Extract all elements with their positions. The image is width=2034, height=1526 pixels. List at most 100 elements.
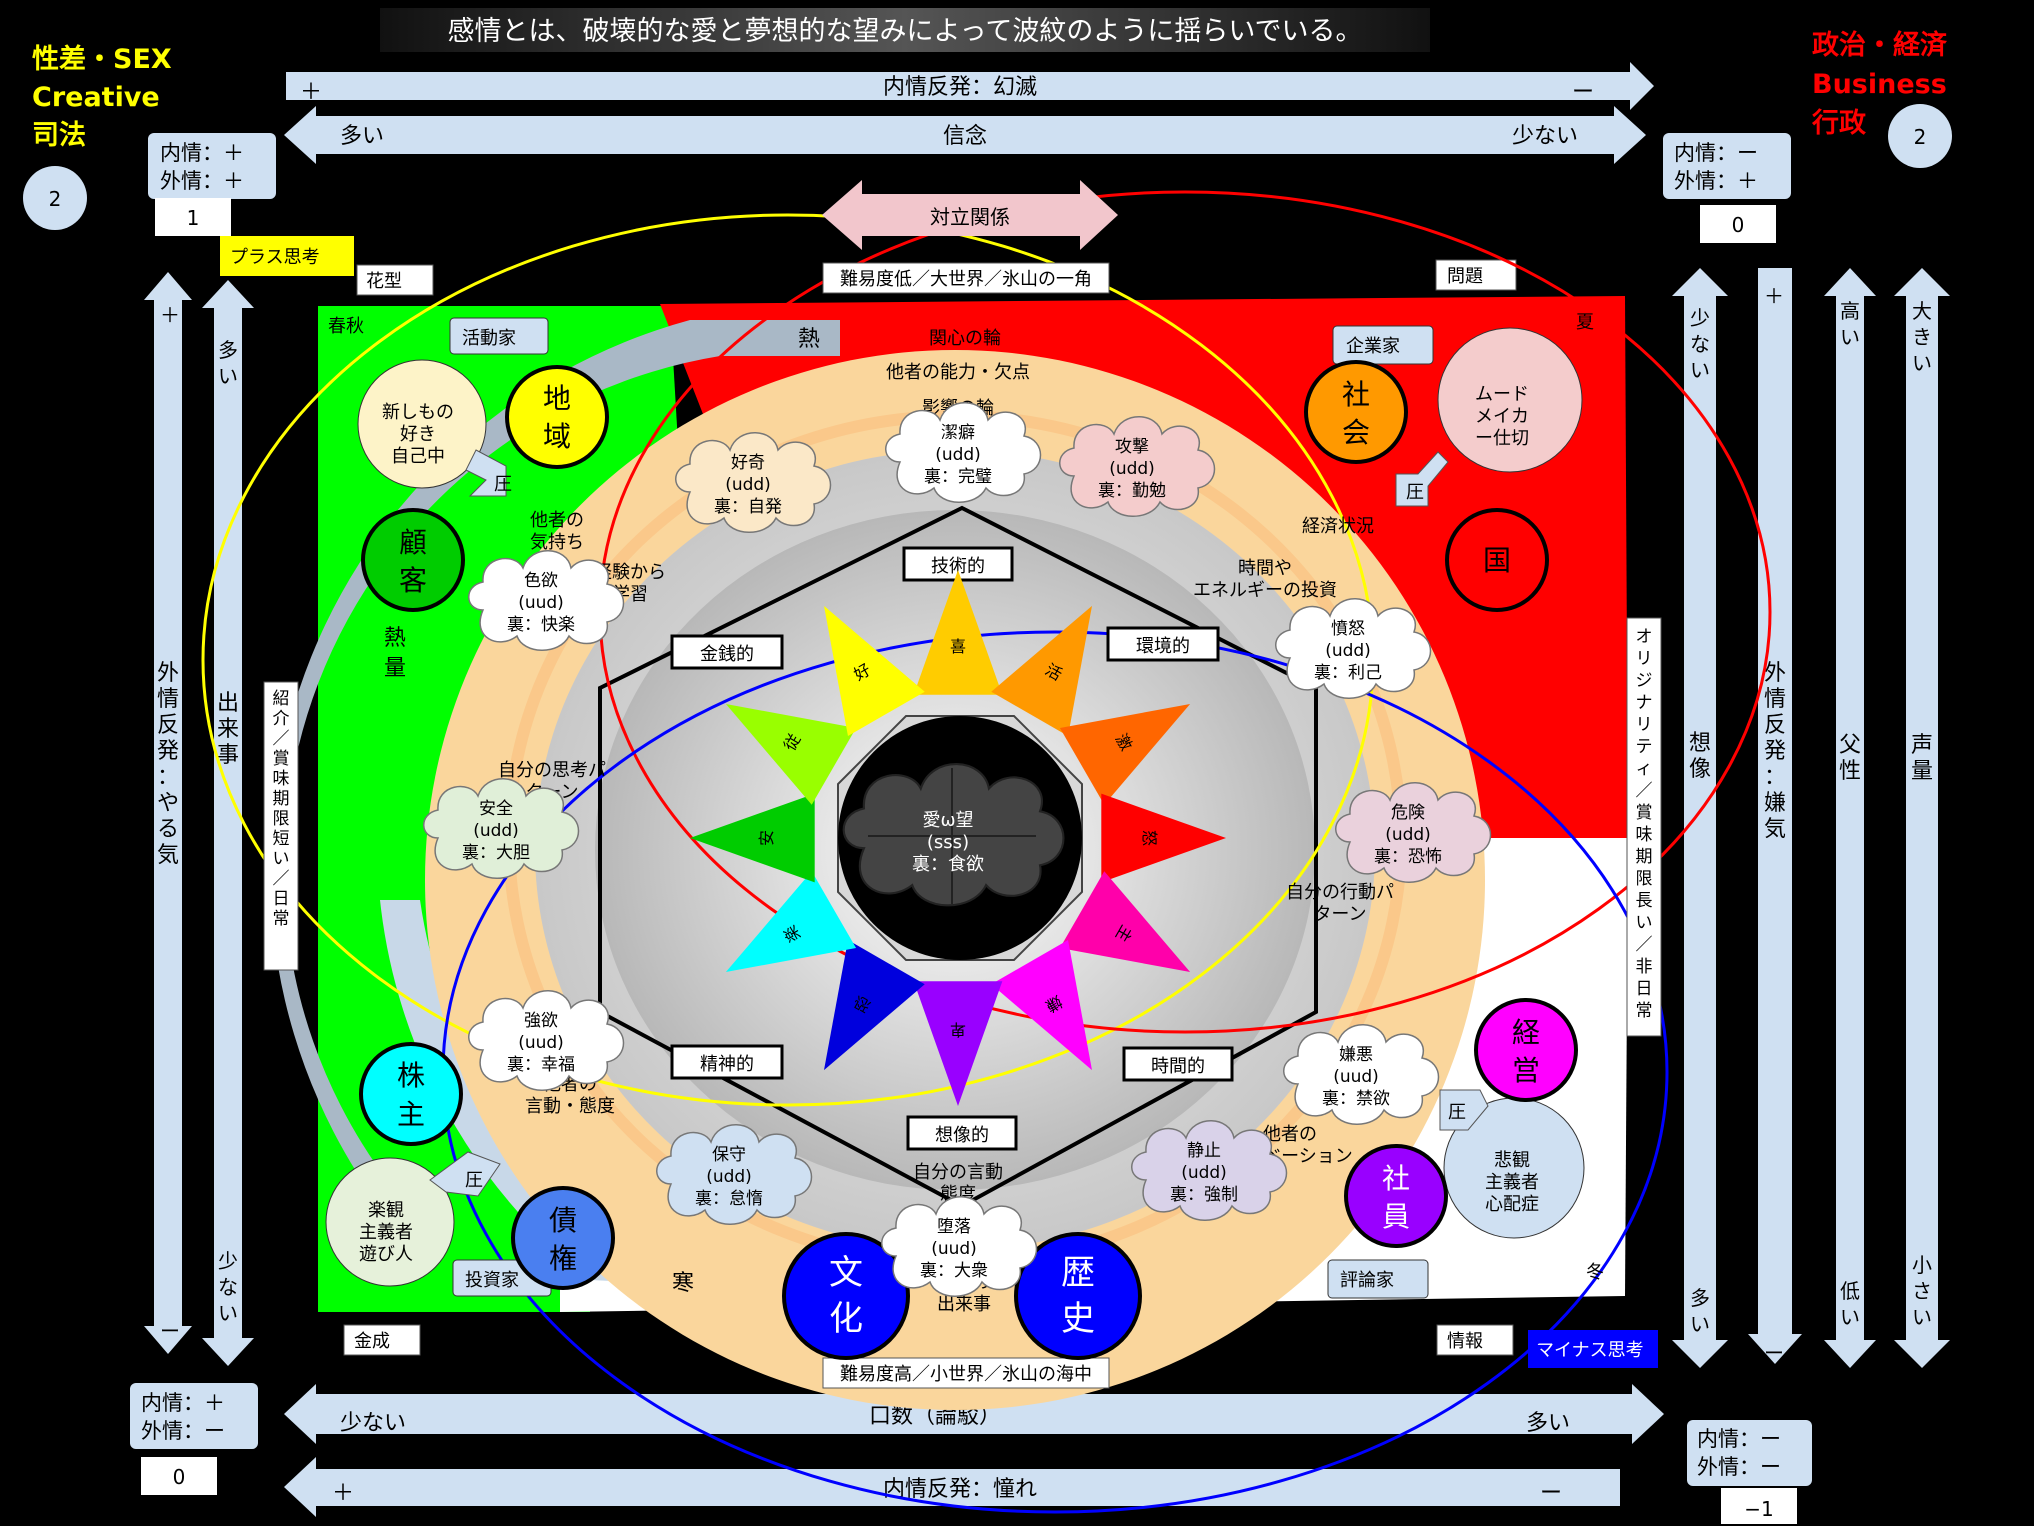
cloud-kiken-line1: 危険 (1391, 803, 1425, 823)
star-triangle-8 (725, 871, 857, 972)
entity-rekishi: 歴 史 (1014, 1232, 1142, 1360)
entity-kuni-1: 国 (1483, 544, 1511, 577)
cloud-shikiyoku-line1: 色欲 (524, 571, 558, 591)
cloud-kouki-line1: 好奇 (731, 453, 765, 473)
cloud-shikiyoku-line3: 裏：快楽 (507, 614, 575, 635)
season-summer: 夏 (1576, 312, 1594, 333)
hex-jikan: 時間的 (1122, 1046, 1234, 1082)
person-circle-tr: ムードメイカー仕切 (1437, 327, 1583, 473)
cloud-ken-o-line1: 嫌悪 (1339, 1045, 1373, 1065)
role-katsudouka-label: 活動家 (462, 328, 516, 349)
arrow-left-events: 多い 少ない 出来事 (202, 280, 254, 1366)
cloud-keppeki-line3: 裏：完璧 (924, 466, 992, 487)
cloud-keppeki-line2: (udd) (935, 445, 981, 465)
arrow-right-paternity: 高い 低い 父性 (1824, 268, 1876, 1368)
ring-keizai-label: 経済状況 (1302, 516, 1374, 537)
season-cold: 寒 (672, 1271, 694, 1296)
cloud-kougeki: 攻撃(udd)裏：勤勉 (1058, 415, 1216, 518)
right-vertical-text: オリジナリティ／賞味期限長い／非日常 (1636, 627, 1653, 1021)
hanagata-tag (356, 264, 434, 296)
info-tr-value: 0 (1732, 213, 1745, 237)
pressure-br-label: 圧 (1448, 1102, 1466, 1123)
cloud-daraku-line1: 堕落 (937, 1217, 971, 1237)
person-br-text: 悲観主義者心配症 (1485, 1150, 1539, 1215)
cloud-shikiyoku-line2: (uud) (518, 593, 564, 613)
info-bl-line2: 外情：ー (141, 1419, 225, 1443)
arrow-top2-right: 少ない (1512, 124, 1578, 149)
cloud-fundo: 憤怒(udd)裏：利己 (1274, 597, 1432, 700)
pressure-arrow-bl: 圧 (429, 1151, 501, 1197)
entity-shakai-1: 社 (1342, 378, 1370, 411)
star-triangle-6 (913, 981, 1003, 1106)
info-bl-line1: 内情：＋ (141, 1391, 225, 1415)
star-label-6: 卑 (950, 1020, 966, 1039)
arrow-right4-top: 大きい (1912, 299, 1932, 375)
person-circle-bl: 楽観主義者遊び人 (325, 1157, 455, 1287)
cloud-gouyoku: 強欲(uud)裏：幸福 (467, 989, 625, 1092)
cloud-shikiyoku: 色欲(uud)裏：快楽 (467, 549, 625, 652)
entity-chiiki-2: 域 (543, 420, 571, 453)
corner-tr-badge (1888, 104, 1952, 168)
info-tl-line2: 外情：＋ (160, 169, 244, 193)
kinsei-label: 金成 (354, 1331, 390, 1352)
entity-shain-2: 員 (1382, 1200, 1410, 1233)
entity-bunka-1: 文 (829, 1253, 863, 1293)
info-box-top-right: 内情：ー 外情：＋ 0 (1663, 133, 1791, 243)
entity-kabunushi-1: 株 (397, 1059, 425, 1092)
cloud-hoshu-line2: (udd) (706, 1167, 752, 1187)
star-label-0: 喜 (950, 637, 966, 656)
ring-tasha-kimochi-label: 他者の気持ち (530, 510, 584, 553)
arrow-left-inner-bottom: 少ない (218, 1249, 238, 1325)
arrow-right1-bottom: 多い (1690, 1286, 1710, 1336)
arrow-bottom-argument: 口数（論駁） 少ない 多い (284, 1384, 1664, 1444)
cloud-kougeki-line2: (udd) (1109, 459, 1155, 479)
hex-kinsen-label: 金銭的 (700, 644, 754, 665)
person-tr-text: ムードメイカー仕切 (1475, 384, 1529, 449)
arrow-left-inner-label: 出来事 (217, 691, 239, 768)
star-triangle-0 (913, 570, 1003, 695)
arrow-right-volume: 大きい 小さい 声量 (1894, 268, 1950, 1368)
arrow-bottom-longing: 内情反発：憧れ ＋ ー (284, 1457, 1620, 1517)
entity-saiken-1: 債 (549, 1204, 577, 1237)
star-triangle-3 (1101, 793, 1226, 883)
arrow-top2-left: 多い (340, 124, 384, 149)
star-triangle-4 (1059, 871, 1191, 972)
corner-tr-line2: Business (1812, 69, 1947, 100)
cloud-seishi-line2: (udd) (1181, 1163, 1227, 1183)
plus-thinking-label: プラス思考 (230, 247, 320, 268)
pressure-arrow-tl: 圧 (465, 449, 512, 497)
cloud-seishi-line3: 裏：強制 (1170, 1184, 1238, 1205)
corner-tl-badge-text: 2 (49, 187, 62, 211)
arrow-bottom2-left: ＋ (332, 1481, 354, 1506)
pressure-arrow-br: 圧 (1439, 1089, 1489, 1131)
cloud-kouki-line3: 裏：自発 (714, 496, 782, 517)
star-triangle-5 (991, 939, 1092, 1071)
entity-kabunushi: 株 主 (359, 1042, 463, 1146)
entity-rekishi-1: 歴 (1061, 1253, 1095, 1293)
arrow-top-belief: 信念 多い 少ない (284, 106, 1646, 164)
cloud-hoshu-line1: 保守 (712, 1145, 746, 1165)
arrow-right-dislike: ＋ ー 外情反発：嫌気 (1748, 268, 1802, 1365)
cloud-seishi-line1: 静止 (1187, 1141, 1221, 1161)
arrow-right3-bottom: 低い (1840, 1279, 1860, 1329)
star-triangle-9 (690, 793, 815, 883)
pressure-tl-label: 圧 (494, 474, 512, 495)
cloud-anzen: 安全(udd)裏：大胆 (422, 777, 580, 880)
entity-shain-1: 社 (1382, 1162, 1410, 1195)
left-vertical-caption (263, 681, 299, 971)
season-winter: 冬 (1586, 1262, 1604, 1283)
role-kigyouka-label: 企業家 (1346, 336, 1400, 357)
cloud-anzen-line3: 裏：大胆 (462, 842, 530, 863)
arrow-left-outer-label: 外情反発：やる気 (157, 661, 179, 868)
entity-chiiki-1: 地 (543, 382, 571, 415)
info-tr-line1: 内情：ー (1674, 141, 1758, 165)
arrow-top1-label: 内情反発：幻滅 (883, 75, 1037, 100)
info-tl-value: 1 (187, 206, 200, 230)
role-katsudouka (449, 317, 549, 355)
core-label-1: 愛ω望 (922, 810, 973, 831)
arrow-right4-bottom: 小さい (1912, 1253, 1932, 1329)
mondai-label: 問題 (1447, 266, 1483, 287)
arrow-left-outer-bottom: ー (160, 1319, 180, 1343)
